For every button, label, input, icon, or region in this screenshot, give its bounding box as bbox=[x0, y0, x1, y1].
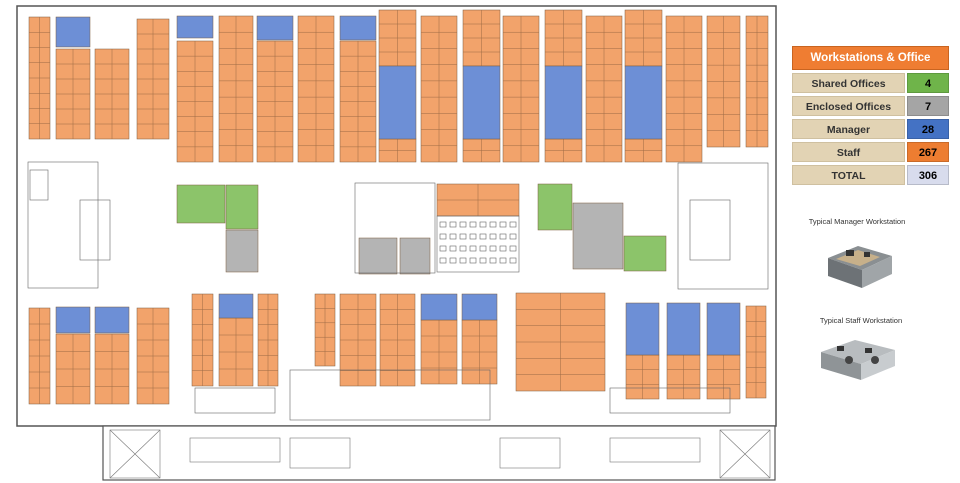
enclosed-office bbox=[399, 237, 431, 275]
shared-office bbox=[537, 183, 573, 231]
core-room bbox=[289, 369, 491, 421]
manager-workstation-caption: Typical Manager Workstation bbox=[808, 217, 906, 226]
stair-core-bottom bbox=[102, 425, 776, 481]
shared-office bbox=[225, 184, 259, 230]
shared-office bbox=[623, 235, 667, 272]
manager-workstation-block bbox=[544, 65, 583, 140]
core-room bbox=[79, 199, 111, 261]
stair-element bbox=[109, 429, 161, 479]
legend-row-value: 28 bbox=[907, 118, 949, 139]
manager-workstation-block bbox=[55, 306, 91, 334]
plan-line bbox=[109, 429, 161, 479]
training-desk bbox=[449, 233, 457, 240]
manager-workstation-block bbox=[55, 16, 91, 48]
enclosed-office bbox=[358, 237, 398, 275]
training-desk bbox=[439, 257, 447, 264]
manager-workstation-block bbox=[339, 15, 377, 41]
training-desk bbox=[499, 245, 507, 252]
training-desk bbox=[449, 257, 457, 264]
training-desk bbox=[489, 257, 497, 264]
staff-workstation-caption: Typical Staff Workstation bbox=[819, 316, 903, 325]
enclosed-office bbox=[225, 229, 259, 273]
core-room bbox=[677, 162, 769, 290]
legend-row-value: 7 bbox=[907, 95, 949, 116]
training-desk bbox=[469, 221, 477, 228]
training-desk bbox=[439, 233, 447, 240]
staff-workstation-image bbox=[821, 340, 895, 380]
training-desk bbox=[479, 233, 487, 240]
legend-row-value: 267 bbox=[907, 141, 949, 162]
core-room bbox=[689, 199, 731, 261]
shared-office bbox=[176, 184, 226, 224]
training-desk bbox=[489, 245, 497, 252]
legend-title: Workstations & Office Space bbox=[792, 46, 949, 86]
manager-workstation-block bbox=[378, 65, 417, 140]
training-desk bbox=[469, 245, 477, 252]
training-desk bbox=[499, 257, 507, 264]
training-desk bbox=[459, 221, 467, 228]
core-room bbox=[609, 387, 731, 414]
manager-workstation-image bbox=[828, 246, 892, 288]
training-desk bbox=[509, 257, 517, 264]
manager-workstation-block bbox=[624, 65, 663, 140]
workstations-legend: Workstations & Office Space Shared Offic… bbox=[792, 46, 949, 185]
core-room bbox=[354, 182, 436, 274]
training-desk bbox=[479, 221, 487, 228]
legend-row-label: TOTAL bbox=[792, 164, 905, 185]
training-desk bbox=[449, 245, 457, 252]
manager-workstation-block bbox=[706, 302, 741, 356]
training-desk bbox=[479, 257, 487, 264]
stair-element bbox=[719, 429, 771, 479]
manager-workstation-block bbox=[218, 293, 254, 319]
manager-workstation-block bbox=[461, 293, 498, 321]
training-desk bbox=[489, 221, 497, 228]
stair-element bbox=[609, 437, 701, 463]
training-desk bbox=[489, 233, 497, 240]
core-room bbox=[29, 169, 49, 201]
legend-row-label: Manager bbox=[792, 118, 905, 139]
legend-row-label: Staff bbox=[792, 141, 905, 162]
training-desk bbox=[459, 245, 467, 252]
manager-workstation-block bbox=[666, 302, 701, 356]
stair-element bbox=[289, 437, 351, 469]
training-desk bbox=[499, 233, 507, 240]
training-desk bbox=[439, 245, 447, 252]
manager-workstation-block bbox=[256, 15, 294, 41]
training-desk bbox=[469, 233, 477, 240]
training-desk bbox=[509, 233, 517, 240]
core-room bbox=[436, 215, 520, 273]
training-desk bbox=[449, 221, 457, 228]
training-desk bbox=[509, 245, 517, 252]
training-desk bbox=[499, 221, 507, 228]
stair-element bbox=[499, 437, 561, 469]
core-room bbox=[27, 161, 99, 289]
legend-row-value: 4 bbox=[907, 72, 949, 93]
training-desk bbox=[469, 257, 477, 264]
manager-workstation-block bbox=[625, 302, 660, 356]
manager-workstation-block bbox=[462, 65, 501, 140]
legend-row-value: 306 bbox=[907, 164, 949, 185]
stair-element bbox=[189, 437, 281, 463]
training-desk bbox=[439, 221, 447, 228]
core-room bbox=[194, 387, 276, 414]
manager-workstation-block bbox=[420, 293, 458, 321]
training-desk bbox=[459, 257, 467, 264]
manager-workstation-block bbox=[176, 15, 214, 39]
training-desk bbox=[479, 245, 487, 252]
legend-row-label: Enclosed Offices bbox=[792, 95, 905, 116]
enclosed-office bbox=[572, 202, 624, 270]
training-desk bbox=[509, 221, 517, 228]
plan-line bbox=[719, 429, 771, 479]
legend-row-label: Shared Offices bbox=[792, 72, 905, 93]
manager-workstation-block bbox=[94, 306, 130, 334]
training-desk bbox=[459, 233, 467, 240]
